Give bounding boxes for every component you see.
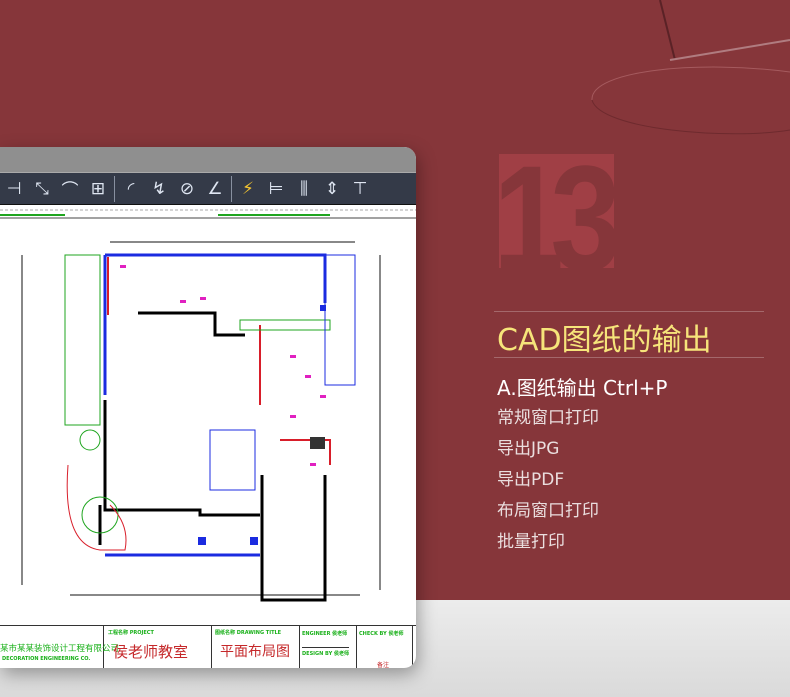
list-item: 常规窗口打印: [497, 408, 599, 428]
chapter-number: 13: [499, 154, 614, 268]
list-item: 导出PDF: [497, 470, 565, 490]
project-name: 侯老师教室: [113, 643, 189, 661]
quick-dim-icon[interactable]: ⚡: [242, 178, 254, 199]
window-titlebar: [0, 147, 416, 172]
drawing-label: 图纸名称 DRAWING TITLE: [215, 630, 282, 636]
toolbar-separator: [114, 175, 115, 202]
section-title: CAD图纸的输出: [497, 323, 712, 358]
divider-bottom: [494, 357, 764, 358]
dim-baseline-icon[interactable]: ⊨: [268, 178, 284, 199]
project-cell: 工程名称 PROJECT 侯老师教室: [104, 626, 212, 668]
company-name: 某市某某装饰设计工程有限公司: [0, 644, 120, 654]
divider-top: [494, 311, 764, 312]
chapter-number-text: 13: [499, 154, 614, 268]
dim-radius-icon[interactable]: ◜: [127, 178, 135, 199]
toolbar-separator: [231, 175, 232, 202]
cad-window: ⊣ ⤡ ⌒ ⊞ ◜ ↯ ⊘ ∠ ⚡ ⊨ ⫼ ⇕ ⊤: [0, 147, 416, 668]
dim-jogged-icon[interactable]: ↯: [151, 178, 167, 199]
project-label: 工程名称 PROJECT: [108, 630, 154, 636]
dimension-toolbar: ⊣ ⤡ ⌒ ⊞ ◜ ↯ ⊘ ∠ ⚡ ⊨ ⫼ ⇕ ⊤: [0, 172, 416, 205]
list-item: 批量打印: [497, 532, 565, 552]
dim-angular-icon[interactable]: ∠: [207, 178, 223, 199]
dim-aligned-icon[interactable]: ⤡: [35, 178, 49, 199]
list-item: 导出JPG: [497, 439, 560, 459]
remark: 备注: [377, 662, 390, 668]
lamp-decoration: [591, 0, 790, 135]
dim-break-icon[interactable]: ⊤: [352, 178, 368, 199]
company-cell: 某市某某装饰设计工程有限公司 DECORATION ENGINEERING CO…: [0, 626, 119, 668]
dim-ordinate-icon[interactable]: ⊞: [90, 178, 106, 199]
dim-arc-icon[interactable]: ⌒: [61, 181, 79, 201]
company-name-en: DECORATION ENGINEERING CO.: [2, 656, 91, 662]
drawing-title: 平面布局图: [220, 644, 290, 660]
floor-plan-drawing[interactable]: [0, 205, 416, 668]
dim-linear-icon[interactable]: ⊣: [6, 178, 22, 199]
check-by: CHECK BY 侯老师: [359, 631, 404, 637]
drawing-title-cell: 图纸名称 DRAWING TITLE 平面布局图: [212, 626, 300, 668]
list-item: 布局窗口打印: [497, 501, 599, 521]
engineer-cell: ENGINEER 侯老师 DESIGN BY 侯老师: [300, 626, 357, 668]
dim-continue-icon[interactable]: ⫼: [300, 178, 308, 199]
title-block: 某市某某装饰设计工程有限公司 DECORATION ENGINEERING CO…: [0, 625, 416, 668]
dim-diameter-icon[interactable]: ⊘: [179, 178, 195, 199]
dim-space-icon[interactable]: ⇕: [324, 178, 340, 199]
check-cell: CHECK BY 侯老师 备注: [357, 626, 413, 668]
subsection-title: A.图纸输出 Ctrl+P: [497, 376, 668, 400]
engineer: ENGINEER 侯老师: [302, 631, 348, 637]
design-by: DESIGN BY 侯老师: [302, 647, 349, 657]
